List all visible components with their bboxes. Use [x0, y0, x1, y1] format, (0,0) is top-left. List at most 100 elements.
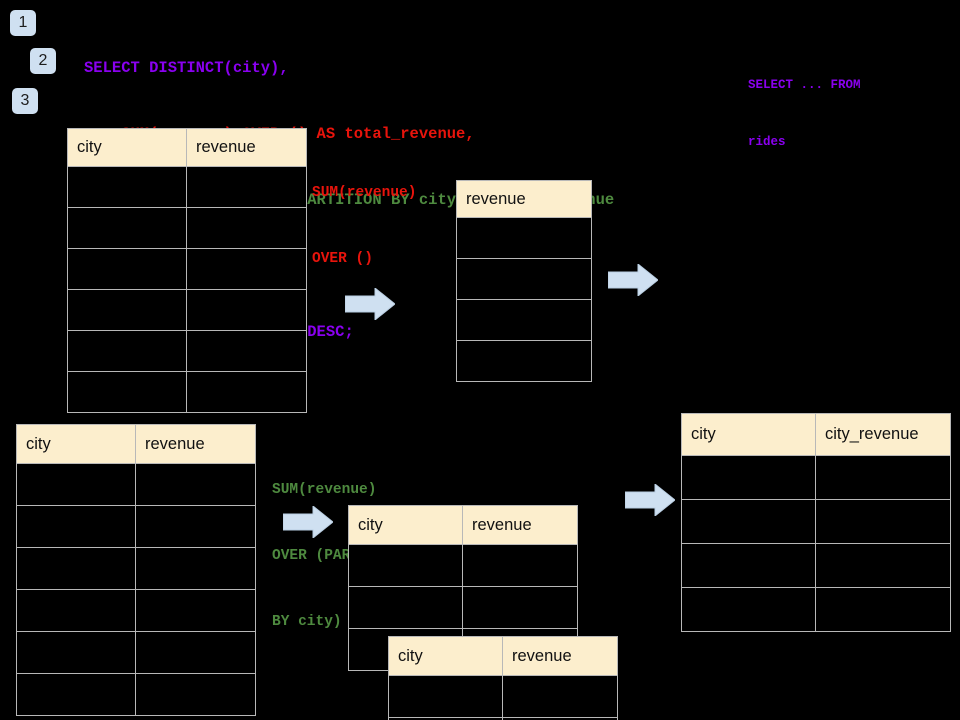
cell-city — [388, 675, 503, 718]
table-row — [456, 340, 592, 382]
cell-city — [681, 587, 816, 632]
sql-short-note-line-2: rides — [748, 135, 786, 149]
annotation-city-revenue-line-1: SUM(revenue) — [272, 482, 377, 498]
table-row — [681, 455, 951, 500]
cell-revenue — [456, 217, 592, 259]
table-row — [348, 544, 578, 587]
table-header-row: city revenue — [67, 128, 307, 167]
cell-revenue — [135, 505, 256, 548]
table-row — [67, 289, 307, 331]
cell-revenue — [456, 299, 592, 341]
annotation-total-revenue: SUM(revenue) OVER () — [312, 138, 416, 314]
cell-city — [67, 330, 187, 372]
arrow-right-icon-source-to-total — [345, 288, 395, 320]
sql-short-note: SELECT ... FROM rides — [748, 38, 861, 190]
cell-revenue — [186, 330, 307, 372]
table-row — [16, 505, 256, 548]
annotation-city-revenue: SUM(revenue) OVER (PARTITION BY city) — [272, 435, 403, 677]
cell-city — [67, 166, 187, 208]
table-row — [348, 586, 578, 629]
arrow-right-icon-source-to-partition — [283, 506, 333, 538]
cell-revenue — [456, 258, 592, 300]
column-header-city: city — [16, 424, 136, 464]
annotation-city-revenue-line-3: BY city) — [272, 614, 342, 630]
cell-revenue — [502, 675, 618, 718]
cell-city — [67, 371, 187, 413]
table-header-row: city revenue — [388, 636, 618, 676]
table-row — [456, 217, 592, 259]
column-header-revenue: revenue — [135, 424, 256, 464]
cell-city — [681, 455, 816, 500]
column-header-revenue: revenue — [456, 180, 592, 218]
table-row — [456, 299, 592, 341]
rides-source-table-bottom: city revenue — [16, 424, 256, 716]
table-row — [16, 589, 256, 632]
partition-table-front: city revenue — [388, 636, 618, 720]
cell-city — [16, 463, 136, 506]
cell-revenue — [135, 673, 256, 716]
table-row — [681, 587, 951, 632]
cell-city — [67, 289, 187, 331]
column-header-city: city — [67, 128, 187, 167]
table-row — [16, 463, 256, 506]
annotation-total-revenue-line-2: OVER () — [312, 251, 373, 267]
column-header-revenue: revenue — [462, 505, 578, 545]
cell-city — [16, 547, 136, 590]
cell-city — [16, 589, 136, 632]
step-badge-1: 1 — [10, 10, 36, 36]
cell-city — [67, 207, 187, 249]
column-header-city-revenue: city_revenue — [815, 413, 951, 456]
arrow-right-icon-partition-to-result — [625, 484, 675, 516]
cell-city — [348, 586, 463, 629]
column-header-revenue: revenue — [186, 128, 307, 167]
cell-city-revenue — [815, 543, 951, 588]
cell-city-revenue — [815, 499, 951, 544]
rides-source-table-top: city revenue — [67, 128, 307, 413]
cell-city — [67, 248, 187, 290]
cell-city — [16, 631, 136, 674]
cell-revenue — [462, 586, 578, 629]
cell-revenue — [456, 340, 592, 382]
table-row — [388, 717, 618, 720]
arrow-right-icon-total-to-result — [608, 264, 658, 296]
table-row — [681, 499, 951, 544]
cell-city — [681, 499, 816, 544]
cell-city — [16, 505, 136, 548]
sql-short-note-line-1: SELECT ... FROM — [748, 78, 861, 92]
cell-revenue — [186, 166, 307, 208]
step-badge-2: 2 — [30, 48, 56, 74]
cell-revenue — [135, 463, 256, 506]
cell-city — [681, 543, 816, 588]
cell-revenue — [135, 631, 256, 674]
column-header-city: city — [388, 636, 503, 676]
table-row — [67, 330, 307, 372]
cell-revenue — [135, 547, 256, 590]
cell-revenue — [135, 589, 256, 632]
cell-revenue — [186, 371, 307, 413]
table-row — [16, 547, 256, 590]
table-row — [681, 543, 951, 588]
cell-revenue — [186, 289, 307, 331]
cell-city-revenue — [815, 587, 951, 632]
sql-line-select: SELECT DISTINCT(city), — [84, 59, 289, 77]
table-header-row: city revenue — [348, 505, 578, 545]
table-row — [67, 207, 307, 249]
table-row — [16, 673, 256, 716]
table-header-row: city revenue — [16, 424, 256, 464]
cell-city-revenue — [815, 455, 951, 500]
cell-revenue — [502, 717, 618, 720]
table-row — [67, 371, 307, 413]
cell-revenue — [186, 207, 307, 249]
column-header-revenue: revenue — [502, 636, 618, 676]
column-header-city: city — [681, 413, 816, 456]
table-row — [456, 258, 592, 300]
step-badge-3: 3 — [12, 88, 38, 114]
table-row — [388, 675, 618, 718]
table-row — [67, 248, 307, 290]
column-header-city: city — [348, 505, 463, 545]
table-row — [16, 631, 256, 674]
table-row — [67, 166, 307, 208]
cell-city — [348, 544, 463, 587]
annotation-total-revenue-line-1: SUM(revenue) — [312, 185, 417, 201]
